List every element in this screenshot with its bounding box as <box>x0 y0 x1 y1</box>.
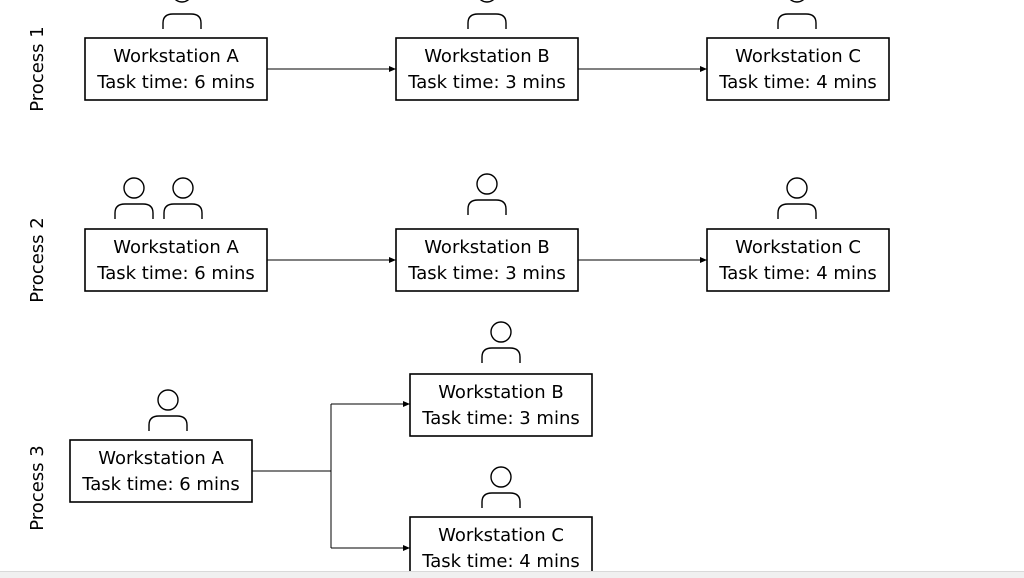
operator-icon <box>481 466 521 508</box>
task-time: Task time: 4 mins <box>421 551 580 572</box>
operator-icon <box>148 389 188 431</box>
operator-icon <box>481 321 521 363</box>
task-time: Task time: 6 mins <box>96 72 255 93</box>
workstation-name: Workstation C <box>735 237 861 258</box>
workstation-b-box: Workstation B Task time: 3 mins <box>395 37 579 101</box>
operator-icon <box>162 0 202 29</box>
bottom-edge-bar <box>0 571 1024 578</box>
operator-icon <box>467 0 507 29</box>
workstation-c-box: Workstation C Task time: 4 mins <box>706 228 890 292</box>
process-1: Workstation A Task time: 6 mins Workstat… <box>84 0 890 101</box>
workstation-name: Workstation B <box>424 46 550 67</box>
process-2-label: Process 2 <box>27 217 48 302</box>
task-time: Task time: 6 mins <box>81 474 240 495</box>
workstation-name: Workstation B <box>424 237 550 258</box>
task-time: Task time: 4 mins <box>718 72 877 93</box>
workstation-name: Workstation A <box>113 237 239 258</box>
task-time: Task time: 3 mins <box>421 408 580 429</box>
workstation-a-box: Workstation A Task time: 6 mins <box>84 37 268 101</box>
workstation-b-box: Workstation B Task time: 3 mins <box>409 373 593 437</box>
workstation-a-box: Workstation A Task time: 6 mins <box>84 228 268 292</box>
workstation-name: Workstation A <box>113 46 239 67</box>
process-3-label: Process 3 <box>27 445 48 530</box>
workstation-c-box: Workstation C Task time: 4 mins <box>409 516 593 572</box>
process-3: Workstation A Task time: 6 mins Workstat… <box>69 321 593 572</box>
operator-icon <box>777 0 817 29</box>
operator-icon <box>777 177 817 219</box>
workstation-b-box: Workstation B Task time: 3 mins <box>395 228 579 292</box>
workstation-name: Workstation A <box>98 448 224 469</box>
operator-icon <box>114 177 154 219</box>
workstation-name: Workstation C <box>735 46 861 67</box>
operator-icon <box>467 173 507 215</box>
task-time: Task time: 4 mins <box>718 263 877 284</box>
process-2: Workstation A Task time: 6 mins Workstat… <box>84 173 890 292</box>
operator-icon <box>163 177 203 219</box>
workstation-a-box: Workstation A Task time: 6 mins <box>69 439 253 503</box>
workstation-name: Workstation C <box>438 525 564 546</box>
task-time: Task time: 3 mins <box>407 263 566 284</box>
workstation-c-box: Workstation C Task time: 4 mins <box>706 37 890 101</box>
task-time: Task time: 3 mins <box>407 72 566 93</box>
workstation-name: Workstation B <box>438 382 564 403</box>
task-time: Task time: 6 mins <box>96 263 255 284</box>
process-1-label: Process 1 <box>27 26 48 111</box>
flow-connector-trunk <box>252 404 332 548</box>
